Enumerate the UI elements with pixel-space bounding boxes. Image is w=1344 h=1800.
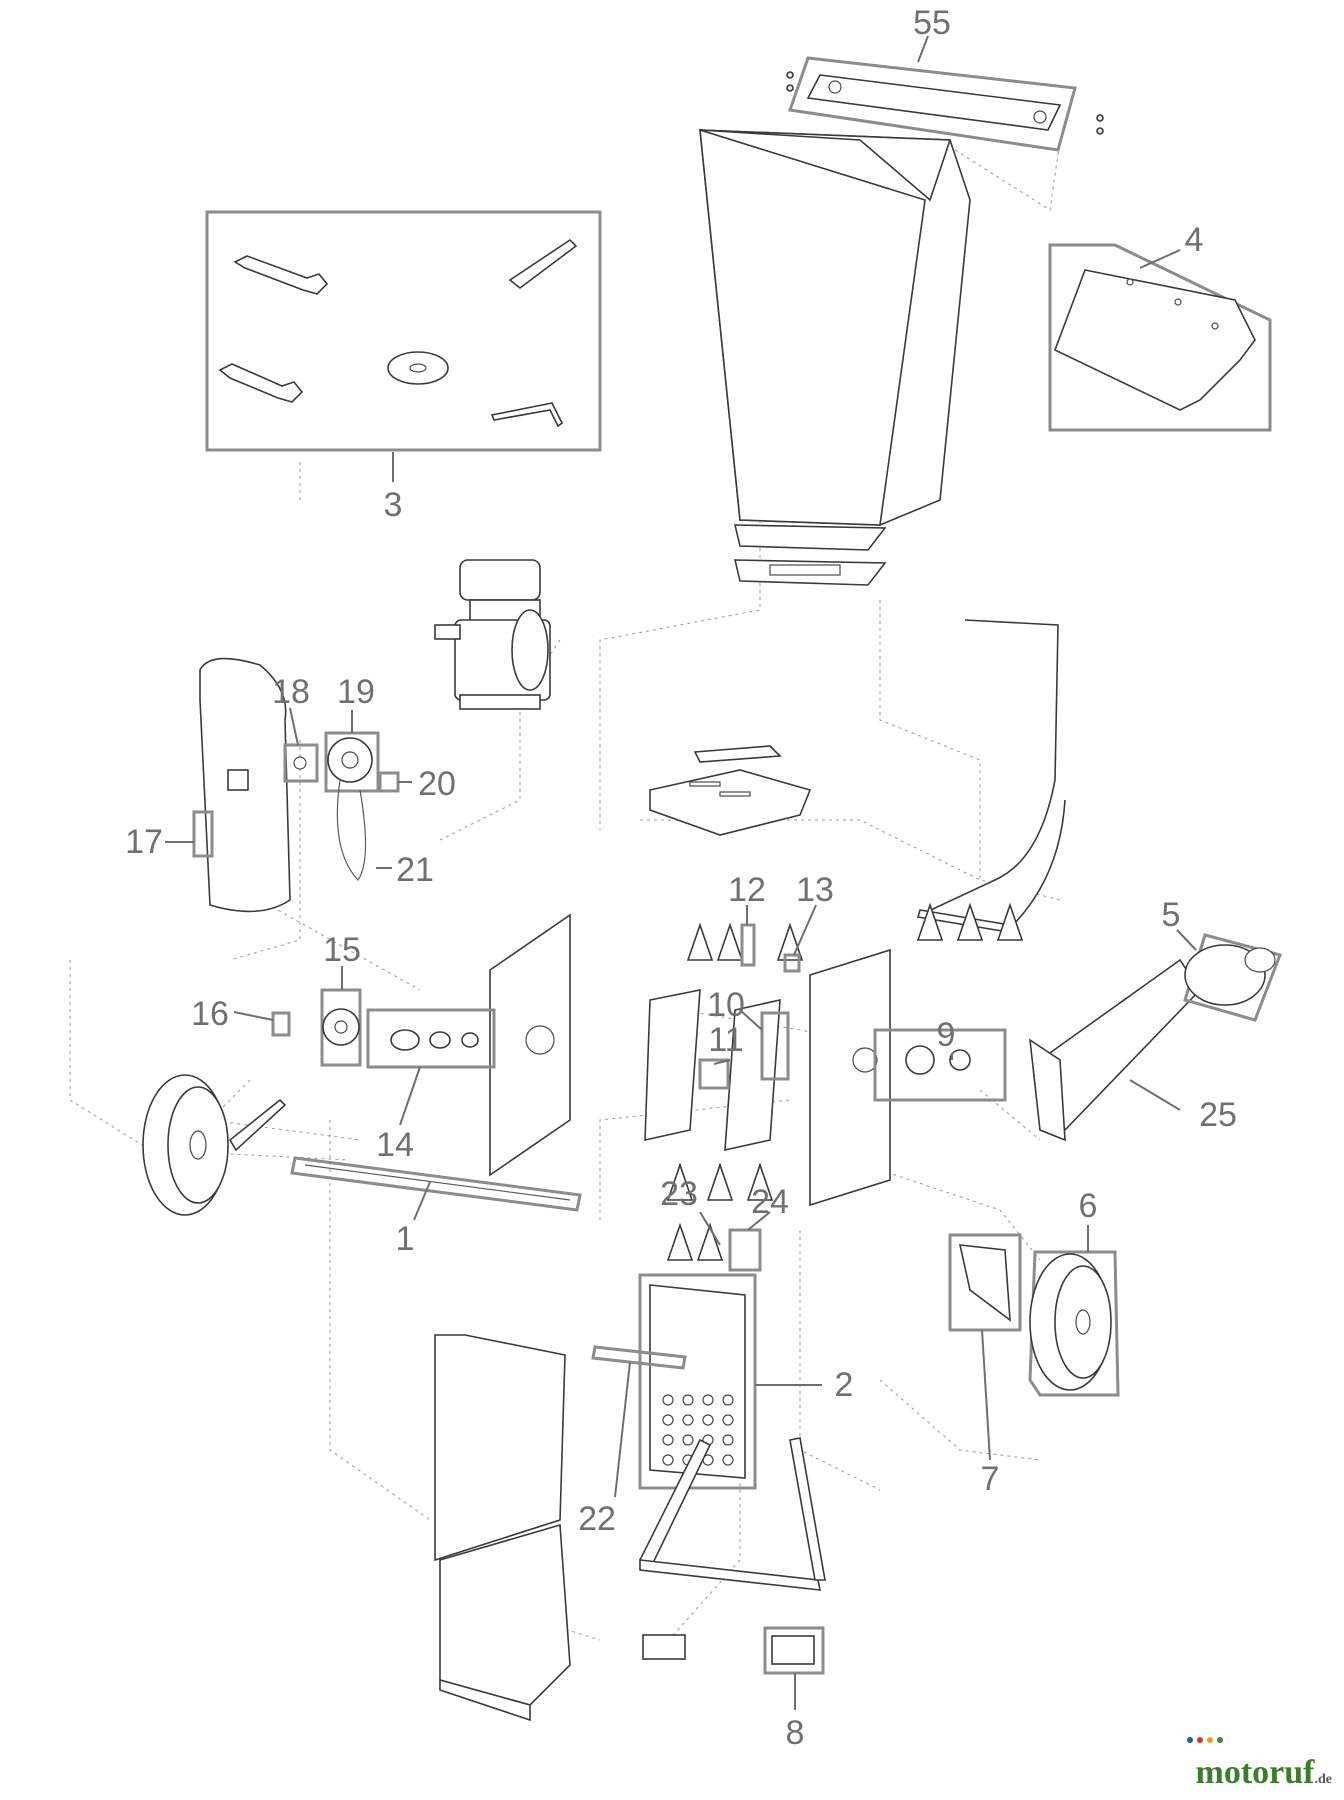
brand-color-dot <box>1187 1737 1193 1743</box>
callout-13: 13 <box>796 871 834 909</box>
callout-12: 12 <box>728 871 766 909</box>
hopper <box>699 128 971 586</box>
callout-24: 24 <box>751 1183 789 1221</box>
callout-10: 10 <box>707 986 745 1024</box>
part-4-flap <box>1048 243 1272 432</box>
part-55-handle-bar <box>786 56 1104 152</box>
callout-7: 7 <box>980 1460 1000 1498</box>
discharge-chute <box>1029 933 1282 1142</box>
callout-16: 16 <box>191 995 229 1033</box>
callout-2: 2 <box>834 1366 854 1404</box>
callout-55: 55 <box>913 4 951 42</box>
engine <box>434 559 551 710</box>
brand-color-dot <box>1217 1737 1223 1743</box>
callout-6: 6 <box>1078 1187 1098 1225</box>
engine-mount-plate <box>649 745 812 836</box>
brand-logo: motoruf.de <box>1196 1756 1332 1790</box>
callout-3: 3 <box>383 486 403 524</box>
housing-plates <box>489 913 1007 1207</box>
right-wheel-assembly <box>948 1233 1120 1397</box>
callout-23: 23 <box>660 1175 698 1213</box>
side-chute <box>916 619 1066 933</box>
callout-9: 9 <box>936 1016 956 1054</box>
pulley-bearing-group <box>271 988 496 1069</box>
callout-19: 19 <box>337 673 375 711</box>
callout-21: 21 <box>396 851 434 889</box>
callout-5: 5 <box>1161 896 1181 934</box>
brand-color-dot <box>1197 1737 1203 1743</box>
part-22-rod <box>591 1345 687 1370</box>
callout-1: 1 <box>395 1220 415 1258</box>
brand-color-dot <box>1207 1737 1213 1743</box>
rotor-discs <box>644 989 790 1152</box>
brand-name: motoruf <box>1195 1754 1315 1791</box>
stand-frame <box>638 1437 826 1675</box>
part-3-tool-kit <box>205 210 602 452</box>
lower-feed-tray <box>434 1334 571 1722</box>
callout-8: 8 <box>785 1714 805 1752</box>
callout-4: 4 <box>1184 221 1204 259</box>
callout-11: 11 <box>708 1021 744 1059</box>
part-2-screen <box>638 1273 757 1490</box>
callout-15: 15 <box>323 931 361 969</box>
callout-14: 14 <box>376 1126 414 1164</box>
leader-lines <box>165 35 1197 1710</box>
rotor-blades <box>666 902 1024 1272</box>
left-wheel <box>142 1074 287 1216</box>
callout-18: 18 <box>272 673 310 711</box>
belt-guard-assembly <box>192 657 400 913</box>
part-1-axle <box>290 1156 582 1212</box>
callout-25: 25 <box>1199 1096 1237 1134</box>
callout-17: 17 <box>125 823 163 861</box>
brand-suffix: .de <box>1314 1772 1333 1787</box>
brand-color-dots <box>1187 1737 1223 1743</box>
callout-22: 22 <box>578 1500 616 1538</box>
callout-20: 20 <box>418 765 456 803</box>
